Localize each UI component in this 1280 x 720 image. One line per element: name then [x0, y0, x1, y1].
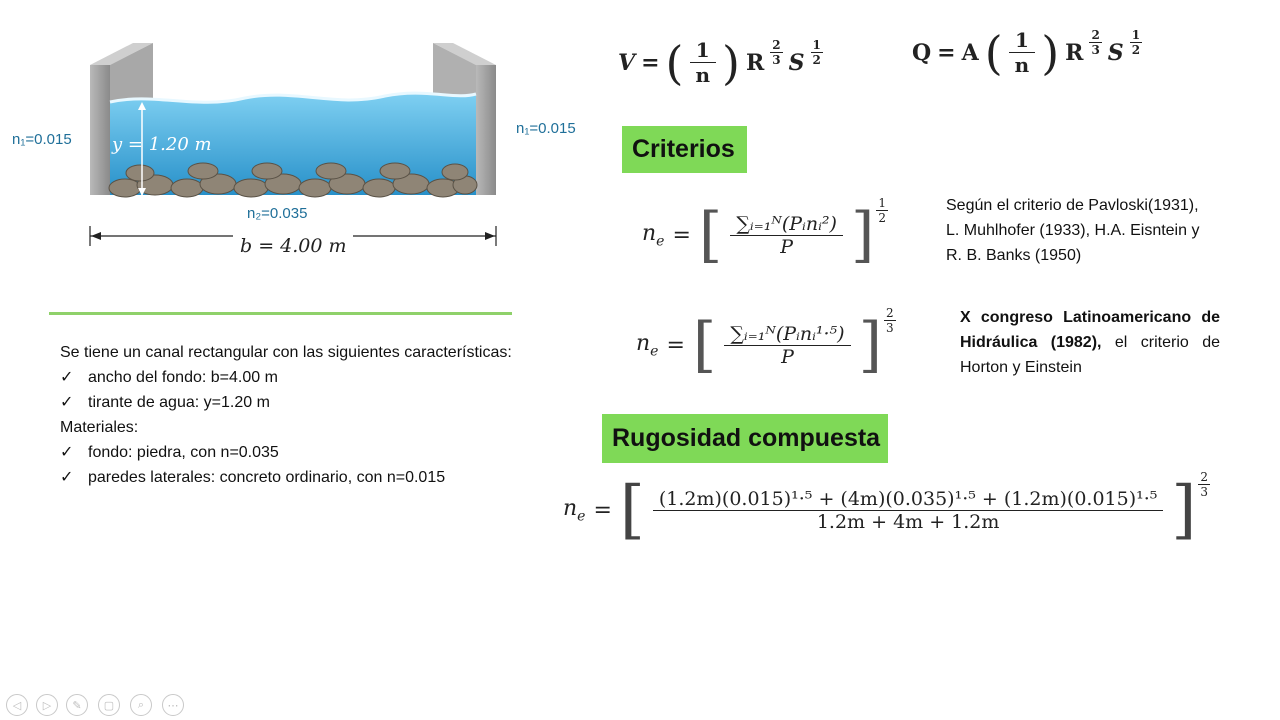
prev-slide-icon[interactable]: ◁ [6, 694, 28, 716]
check-icon: ✓ [60, 469, 74, 486]
slides-icon[interactable]: ▢ [98, 694, 120, 716]
divider [49, 312, 512, 315]
check-icon: ✓ [60, 394, 74, 411]
list-item: ✓paredes laterales: concreto ordinario, … [60, 465, 512, 490]
list-item: ✓tirante de agua: y=1.20 m [60, 390, 512, 415]
check-icon: ✓ [60, 369, 74, 386]
zoom-icon[interactable]: ⌕ [130, 694, 152, 716]
pavloski-reference: Según el criterio de Pavloski(1931), L. … [946, 197, 1200, 264]
criterios-heading: Criterios [622, 126, 747, 173]
list-item: ✓fondo: piedra, con n=0.035 [60, 440, 512, 465]
depth-label: y = 1.20 m [112, 134, 212, 155]
list-item: ✓ancho del fondo: b=4.00 m [60, 365, 512, 390]
composite-formula: ne = [ (1.2m)(0.015)¹·⁵ + (4m)(0.035)¹·⁵… [563, 469, 1211, 547]
pen-icon[interactable]: ✎ [66, 694, 88, 716]
materials-title: Materiales: [60, 419, 139, 436]
problem-intro: Se tiene un canal rectangular con las si… [60, 344, 512, 361]
channel-drawing [89, 43, 497, 246]
width-label: b = 4.00 m [240, 235, 347, 257]
n2-label: n₂=0.035 [247, 205, 308, 222]
more-options-icon[interactable]: ⋯ [162, 694, 184, 716]
n1-right-label: n₁=0.015 [516, 120, 576, 137]
congreso-reference: X congreso Latinoamericano de Hidráulica… [960, 309, 1221, 376]
problem-statement: Se tiene un canal rectangular con las si… [60, 340, 512, 490]
check-icon: ✓ [60, 444, 74, 461]
n1-left-label: n₁=0.015 [12, 131, 72, 148]
rugosidad-heading: Rugosidad compuesta [602, 414, 888, 463]
channel-illustration [55, 30, 510, 270]
next-slide-icon[interactable]: ▷ [36, 694, 58, 716]
